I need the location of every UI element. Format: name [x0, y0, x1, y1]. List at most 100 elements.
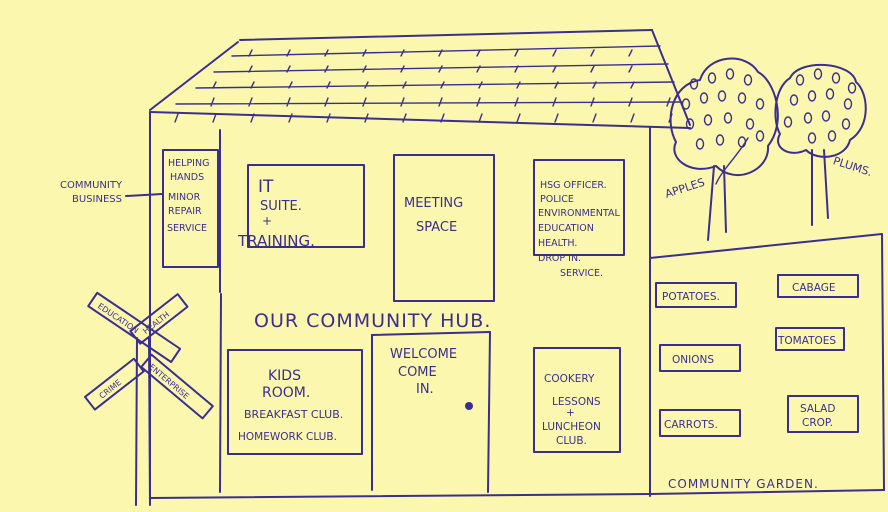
roof-tile-stroke — [590, 49, 595, 57]
roof-tile-stroke — [326, 81, 331, 89]
fruit — [807, 132, 817, 144]
roof-tile-stroke — [476, 49, 481, 57]
roof-tile-stroke — [628, 97, 633, 107]
plot-onions — [659, 344, 741, 372]
roof-tile-stroke — [288, 81, 293, 89]
roof-tile-stroke — [554, 113, 559, 123]
roof-tile-stroke — [364, 81, 369, 89]
hub-title: OUR COMMUNITY HUB. — [254, 310, 491, 332]
roof-tile-stroke — [516, 113, 521, 123]
fruit — [783, 116, 793, 128]
roof-tile-stroke — [324, 97, 329, 107]
roof-tile-stroke — [362, 49, 367, 57]
fruit — [847, 82, 857, 94]
fruit — [685, 118, 695, 130]
cookery-box — [533, 347, 621, 453]
it-suite-box — [247, 164, 365, 248]
roof-tile-stroke — [628, 49, 633, 57]
sign-education — [87, 291, 182, 364]
roof-tile-stroke — [362, 65, 367, 73]
roof-tile-stroke — [326, 113, 331, 123]
roof-tile-stroke — [174, 113, 179, 123]
roof-tile-stroke — [440, 81, 445, 89]
services-box — [533, 159, 625, 256]
roof-tile-stroke — [400, 49, 405, 57]
fruit — [803, 112, 813, 124]
fruit — [807, 90, 817, 102]
fruit — [723, 112, 733, 124]
roof-tile-stroke — [628, 65, 633, 73]
fruit — [843, 98, 853, 110]
fruit — [755, 98, 765, 110]
fruit — [827, 130, 837, 142]
roof-tile-stroke — [630, 81, 635, 89]
roof-tile-stroke — [248, 65, 253, 73]
roof-tile-stroke — [438, 49, 443, 57]
services-text: HSG OFFICER. POLICE ENVIRONMENTAL EDUCAT… — [538, 180, 623, 279]
fruit — [695, 138, 705, 150]
fruit — [755, 130, 765, 142]
fruit — [831, 72, 841, 84]
fruit — [825, 88, 835, 100]
roof — [149, 29, 691, 293]
roof-tile-stroke — [286, 49, 291, 57]
roof-tile-stroke — [324, 65, 329, 73]
roof-tile-stroke — [438, 65, 443, 73]
roof-tile-stroke — [666, 97, 671, 107]
sign-enterprise — [140, 353, 214, 420]
fruit — [707, 72, 717, 84]
community-garden-label: COMMUNITY GARDEN. — [668, 477, 819, 491]
plot-cabbage — [777, 274, 859, 298]
garden-plot-labels: POTATOES. CABAGE ONIONS TOMATOES CARROTS… — [662, 282, 839, 431]
roof-tile-stroke — [514, 65, 519, 73]
front-door — [371, 331, 491, 493]
roof-tiles — [174, 49, 673, 123]
roof-tile-stroke — [592, 81, 597, 89]
roof-tile-stroke — [212, 113, 217, 123]
roof-tile-stroke — [400, 97, 405, 107]
garden-plots — [655, 274, 859, 437]
fruit — [715, 134, 725, 146]
roof-tile-stroke — [440, 113, 445, 123]
roof-tile-stroke — [476, 65, 481, 73]
door-knob — [465, 402, 473, 410]
roof-tile-stroke — [288, 113, 293, 123]
plum-tree — [774, 64, 867, 226]
fruit — [689, 78, 699, 90]
roof-tile-stroke — [554, 81, 559, 89]
fruit — [789, 94, 799, 106]
roof-tile-stroke — [250, 81, 255, 89]
roof-tile-stroke — [590, 65, 595, 73]
helping-hands-box — [162, 149, 219, 268]
roof-tile-stroke — [286, 65, 291, 73]
plums-label: PLUMS. — [831, 154, 873, 179]
fruit — [795, 74, 805, 86]
fruit — [737, 136, 747, 148]
apple-fruit — [681, 68, 765, 150]
apple-tree — [669, 57, 779, 241]
plot-potatoes — [655, 282, 737, 308]
roof-tile-stroke — [324, 49, 329, 57]
fruit — [737, 92, 747, 104]
fruit — [743, 74, 753, 86]
welcome-text: WELCOME COME IN. — [390, 347, 461, 397]
plum-fruit — [783, 68, 857, 144]
apples-label: APPLES — [663, 176, 706, 201]
roof-tile-stroke — [630, 113, 635, 123]
garden-fence — [649, 233, 885, 495]
roof-tile-stroke — [248, 49, 253, 57]
fruit — [745, 118, 755, 130]
plot-carrots — [659, 409, 741, 437]
meeting-space-text: MEETING SPACE — [404, 196, 467, 235]
roof-tile-stroke — [364, 113, 369, 123]
roof-tile-stroke — [552, 49, 557, 57]
roof-tile-stroke — [590, 97, 595, 107]
plot-tomatoes — [775, 327, 845, 351]
roof-tile-stroke — [514, 97, 519, 107]
helping-hands-text: HELPING HANDS MINOR REPAIR SERVICE — [167, 158, 212, 234]
fruit — [699, 92, 709, 104]
roof-tile-stroke — [552, 65, 557, 73]
roof-tile-stroke — [438, 97, 443, 107]
